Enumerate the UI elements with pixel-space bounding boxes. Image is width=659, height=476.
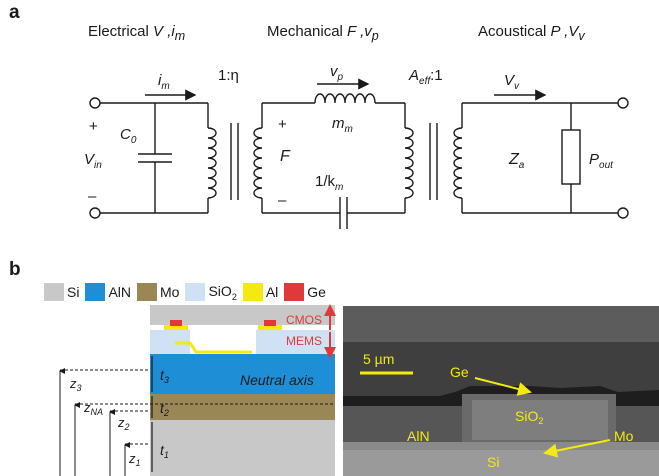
legend-swatch-ge bbox=[284, 283, 305, 301]
neutral-axis-label: Neutral axis bbox=[240, 372, 314, 388]
panel-b-letter: b bbox=[9, 259, 21, 280]
svg-text:t2: t2 bbox=[160, 400, 169, 418]
legend-label-sio2: SiO2 bbox=[208, 282, 237, 302]
sem-mo-label: Mo bbox=[614, 428, 634, 444]
sem-si-label: Si bbox=[487, 454, 499, 470]
sem-image bbox=[343, 306, 659, 476]
ratio-1-label: 1:η bbox=[218, 67, 239, 84]
current-label: im bbox=[158, 72, 170, 92]
svg-text:t3: t3 bbox=[160, 367, 169, 385]
svg-text:t1: t1 bbox=[160, 442, 169, 460]
svg-text:zNA: zNA bbox=[83, 400, 103, 417]
volume-velocity-label: Vv bbox=[504, 72, 520, 92]
material-legend: Si AlN Mo SiO2 Al Ge bbox=[44, 283, 332, 301]
compliance-label: 1/km bbox=[315, 173, 343, 193]
ratio-2-label: Aeff:1 bbox=[408, 67, 443, 87]
legend-swatch-al bbox=[242, 283, 263, 301]
acoustical-domain-title: Acoustical P ,Vv bbox=[478, 23, 585, 43]
mems-label: MEMS bbox=[286, 334, 322, 348]
equivalent-circuit: im 1:η vp Aeff:1 Vv + C0 Vin – + F – mm … bbox=[84, 63, 629, 229]
electrical-vars: V ,i bbox=[153, 23, 175, 40]
legend-swatch-sio2 bbox=[185, 283, 206, 301]
svg-text:z3: z3 bbox=[69, 376, 82, 393]
legend-label-si: Si bbox=[67, 284, 80, 300]
minus-in-label: – bbox=[88, 188, 97, 205]
mass-label: mm bbox=[332, 115, 353, 135]
plus-in-label: + bbox=[89, 118, 98, 135]
pout-label: Pout bbox=[589, 151, 614, 171]
svg-text:z1: z1 bbox=[128, 451, 141, 468]
legend-swatch-si bbox=[44, 283, 64, 301]
legend-label-aln: AlN bbox=[108, 284, 132, 300]
sem-ge-label: Ge bbox=[450, 364, 469, 380]
cmos-label: CMOS bbox=[286, 313, 322, 327]
panel-a-letter: a bbox=[9, 2, 20, 23]
za-label: Za bbox=[508, 151, 525, 171]
sem-aln-label: AlN bbox=[407, 428, 430, 444]
force-label: F bbox=[280, 148, 291, 165]
legend-swatch-aln bbox=[85, 283, 106, 301]
legend-label-ge: Ge bbox=[307, 284, 326, 300]
plus-force-label: + bbox=[278, 116, 287, 133]
scale-bar-label: 5 µm bbox=[363, 351, 394, 367]
vin-label: Vin bbox=[84, 151, 102, 171]
electrical-domain-title: Electrical V ,im bbox=[88, 23, 186, 43]
minus-force-label: – bbox=[278, 192, 287, 209]
velocity-label: vp bbox=[330, 63, 344, 83]
sem-sio2-label: SiO2 bbox=[515, 408, 543, 426]
legend-label-al: Al bbox=[265, 284, 279, 300]
mechanical-domain-title: Mechanical F ,vp bbox=[267, 23, 379, 43]
svg-text:z2: z2 bbox=[117, 415, 130, 432]
cap-label: C0 bbox=[120, 126, 137, 146]
legend-swatch-mo bbox=[137, 283, 158, 301]
legend-label-mo: Mo bbox=[160, 284, 180, 300]
